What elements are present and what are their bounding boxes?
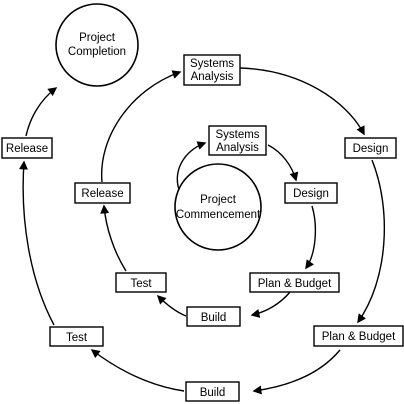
- outer-systems-analysis-box: Systems Analysis: [183, 54, 241, 86]
- project-commencement-label-line1: Project: [200, 194, 237, 206]
- inner-systems-analysis-label-line2: Analysis: [216, 142, 259, 154]
- project-completion-circle: [55, 3, 139, 87]
- inner-systems-analysis-label-line1: Systems: [215, 129, 259, 141]
- inner-test-label: Test: [130, 278, 152, 290]
- inner-test-rect: [115, 272, 167, 293]
- outer-design-rect: [344, 137, 397, 159]
- outer-release-label: Release: [6, 143, 48, 155]
- arc-inner-design-to-plan-budget: [305, 205, 317, 270]
- outer-plan-budget-box: Plan & Budget: [313, 325, 404, 347]
- outer-test-box: Test: [49, 326, 104, 347]
- inner-build-label: Build: [201, 312, 227, 324]
- inner-plan-budget-rect: [249, 272, 340, 293]
- inner-systems-analysis-rect: [208, 125, 267, 156]
- arc-inner-test-to-release: [100, 204, 127, 272]
- outer-plan-budget-label: Plan & Budget: [322, 331, 396, 343]
- outer-systems-analysis-rect: [183, 54, 241, 86]
- inner-plan-budget-label: Plan & Budget: [258, 278, 332, 290]
- outer-build-box: Build: [185, 381, 240, 402]
- project-commencement-node: Project Commencement: [174, 163, 262, 251]
- inner-design-box: Design: [284, 182, 338, 204]
- outer-test-label: Test: [66, 332, 88, 344]
- arc-inner-release-to-outer-systems-analysis: [101, 70, 182, 183]
- outer-release-rect: [1, 137, 53, 159]
- project-commencement-label-line2: Commencement: [176, 209, 261, 221]
- spiral-arcs: [18, 67, 386, 395]
- inner-plan-budget-box: Plan & Budget: [249, 272, 340, 293]
- arc-outer-plan-budget-to-build: [252, 349, 341, 395]
- arc-outer-test-to-release: [18, 160, 55, 326]
- inner-systems-analysis-box: Systems Analysis: [208, 125, 267, 156]
- inner-design-rect: [284, 182, 338, 204]
- inner-build-box: Build: [186, 306, 241, 327]
- arc-outer-design-to-plan-budget: [357, 159, 386, 324]
- project-completion-node: Project Completion: [55, 3, 139, 87]
- arc-outer-build-to-test: [90, 349, 185, 392]
- project-completion-label-line2: Completion: [68, 46, 126, 58]
- arc-outer-release-to-completion: [25, 87, 58, 137]
- outer-design-label: Design: [353, 143, 389, 155]
- inner-release-label: Release: [81, 188, 123, 200]
- outer-release-box: Release: [1, 137, 53, 159]
- outer-build-rect: [185, 381, 240, 402]
- arc-inner-plan-budget-to-build: [250, 291, 291, 318]
- inner-design-label: Design: [293, 188, 329, 200]
- outer-design-box: Design: [344, 137, 397, 159]
- outer-plan-budget-rect: [313, 325, 404, 347]
- inner-build-rect: [186, 306, 241, 327]
- outer-build-label: Build: [200, 387, 226, 399]
- inner-release-box: Release: [74, 182, 131, 204]
- outer-systems-analysis-label-line2: Analysis: [191, 71, 234, 83]
- arc-outer-systems-analysis-to-design: [239, 67, 365, 136]
- inner-release-rect: [74, 182, 131, 204]
- project-completion-label-line1: Project: [79, 32, 116, 44]
- inner-test-box: Test: [115, 272, 167, 293]
- outer-test-rect: [49, 326, 104, 347]
- arc-inner-systems-analysis-to-design: [267, 144, 299, 182]
- arc-inner-build-to-test: [156, 294, 187, 317]
- project-commencement-circle: [174, 163, 262, 251]
- outer-systems-analysis-label-line1: Systems: [190, 58, 234, 70]
